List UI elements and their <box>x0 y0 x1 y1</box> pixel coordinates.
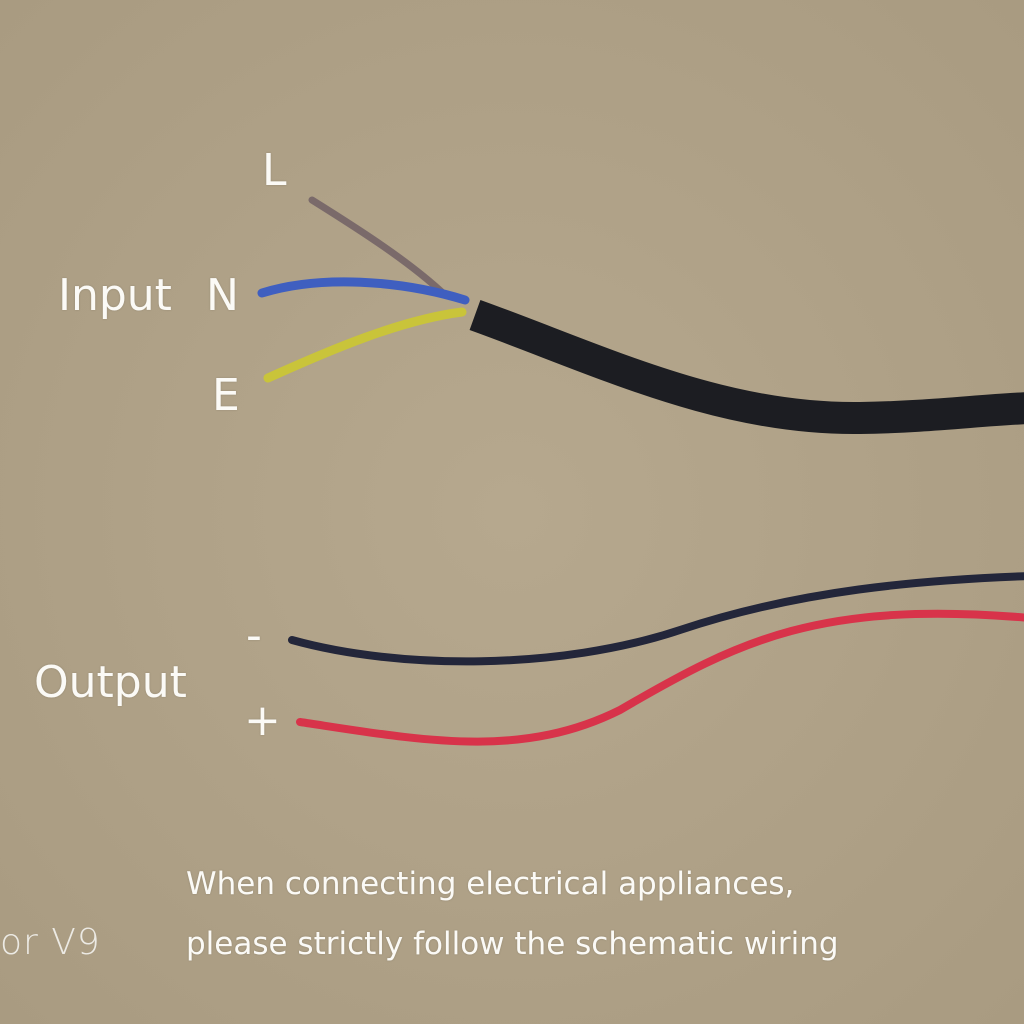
output-label: Output <box>34 657 187 708</box>
caption-line-1: When connecting electrical appliances, <box>186 866 795 902</box>
negative-label: - <box>246 610 262 661</box>
earth-wire <box>263 307 467 383</box>
neutral-label: N <box>206 270 239 321</box>
neutral-wire <box>257 277 470 305</box>
live-label: L <box>262 145 287 196</box>
cable-sheath <box>469 299 1024 435</box>
earth-label: E <box>212 370 240 421</box>
input-label: Input <box>58 270 172 321</box>
live-wire <box>308 196 449 299</box>
camera-watermark: or V9 <box>0 922 101 963</box>
caption-line-2: please strictly follow the schematic wir… <box>186 926 839 962</box>
negative-wire <box>288 572 1024 666</box>
positive-wire <box>296 609 1024 746</box>
positive-label: + <box>244 695 281 746</box>
